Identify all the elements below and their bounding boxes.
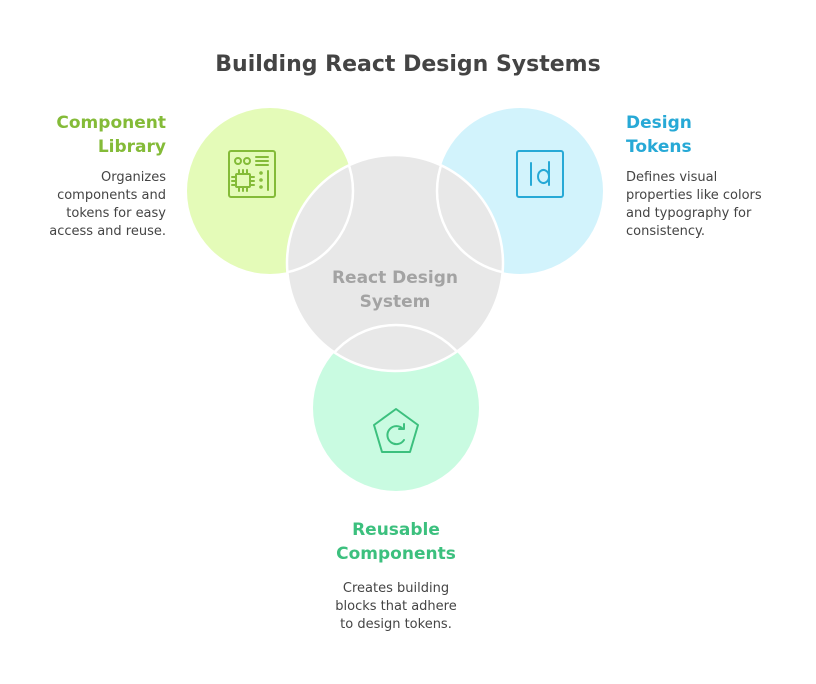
overlap-arc-left — [287, 155, 355, 276]
description-line: Creates building — [342, 581, 450, 596]
description-line: access and reuse. — [49, 224, 166, 239]
description-line: tokens for easy — [66, 206, 166, 221]
design-tokens-title-line: Design — [626, 113, 692, 133]
center-label: React Design System — [295, 266, 495, 314]
center-label-line: React Design — [331, 268, 459, 288]
id-box-icon — [516, 150, 564, 198]
design-tokens-description: Defines visual properties like colors an… — [626, 169, 811, 241]
pentagon-refresh-icon — [373, 408, 419, 453]
center-circle — [285, 153, 505, 373]
reusable-components-description: Creates building blocks that adhere to d… — [296, 580, 496, 634]
design-tokens-title-line: Tokens — [626, 137, 692, 157]
description-line: properties like colors — [626, 188, 762, 203]
description-line: Organizes — [100, 170, 166, 185]
center-label-line: System — [359, 292, 431, 312]
component-library-title: Component Library — [20, 111, 166, 159]
component-library-title-line: Library — [97, 137, 166, 157]
component-library-description: Organizes components and tokens for easy… — [20, 169, 166, 241]
description-line: blocks that adhere — [335, 599, 457, 614]
design-tokens-title: Design Tokens — [626, 111, 806, 159]
overlap-arc-bottom — [311, 323, 481, 371]
reusable-components-title-line: Components — [336, 544, 456, 564]
diagram-title: Building React Design Systems — [215, 52, 601, 77]
description-line: consistency. — [626, 224, 705, 239]
description-line: components and — [57, 188, 166, 203]
description-line: Defines visual — [626, 170, 718, 185]
reusable-components-circle — [313, 325, 479, 491]
circuit-board-icon — [228, 150, 276, 198]
overlap-arc-right — [435, 155, 503, 276]
component-library-title-line: Component — [56, 113, 166, 133]
description-line: to design tokens. — [340, 617, 452, 632]
reusable-components-title-line: Reusable — [352, 520, 440, 540]
reusable-components-title: Reusable Components — [296, 518, 496, 566]
description-line: and typography for — [626, 206, 752, 221]
